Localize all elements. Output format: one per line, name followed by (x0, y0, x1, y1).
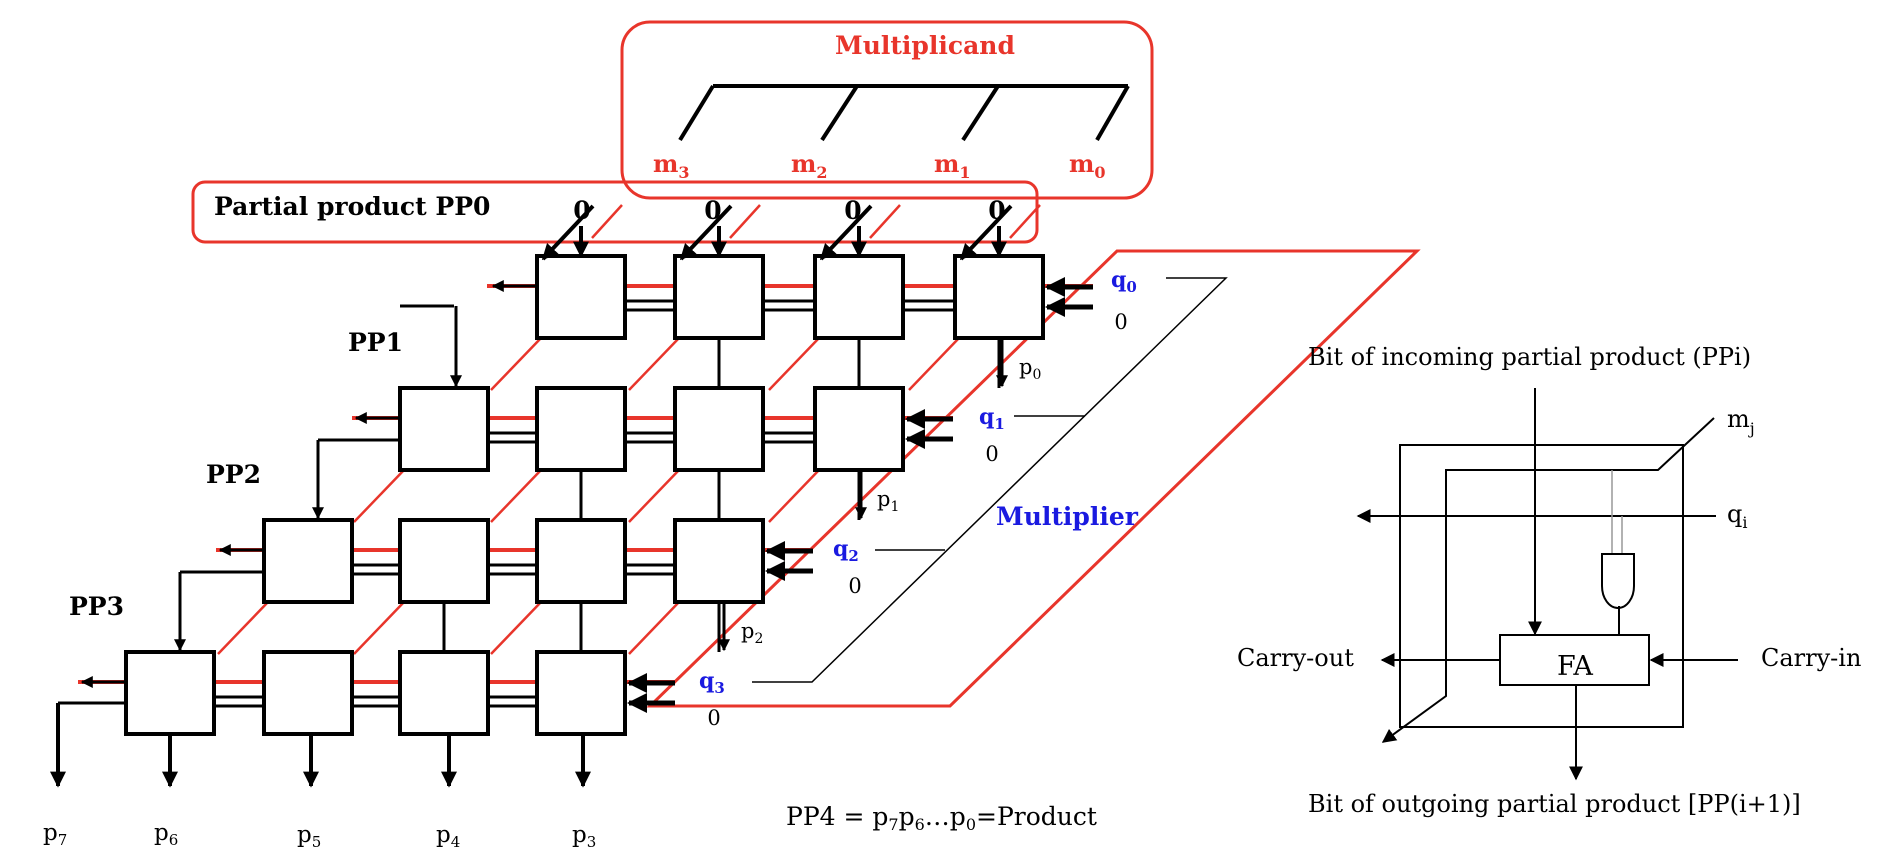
m-diagonal-r0c3 (908, 337, 960, 391)
m-diagonal-r1c1 (490, 469, 542, 523)
product-bit-p7: p7 (43, 820, 67, 849)
m-diagonal-r1c2 (628, 469, 680, 523)
cell-r3c0 (124, 650, 216, 736)
cell-r1c3 (813, 386, 905, 472)
m-diagonal-r2c2 (490, 601, 542, 655)
m-diagonal-r1c3 (768, 469, 820, 523)
cell-r3c1 (262, 650, 354, 736)
m-red-wire-1 (729, 204, 761, 239)
m-red-wire-0 (591, 204, 623, 239)
mj-line (1381, 417, 1715, 743)
product-bit-labels: p0 p1 p2 p3 p4 p5 p6 p7 (43, 355, 1041, 851)
carry-in-zero-row1: 0 (985, 442, 998, 466)
multiplier-bit-q3: q3 (699, 668, 725, 697)
multiplier-title: Multiplier (996, 502, 1139, 531)
m-diagonal-r2c0 (217, 601, 269, 655)
incoming-pp-label: Bit of incoming partial product (PPi) (1308, 343, 1751, 371)
multiplicand-bit-m1: m1 (934, 149, 971, 182)
product-bit-p3: p3 (572, 822, 596, 851)
multiplicand-bit-m2: m2 (791, 149, 828, 182)
cell-r2c1 (398, 518, 490, 604)
m-red-wire-2 (869, 204, 901, 239)
pp3-label: PP3 (69, 592, 124, 621)
m-diagonal-r2c1 (353, 601, 405, 655)
cell-r0c1 (673, 254, 765, 340)
cell-r2c3 (673, 518, 765, 604)
pp0-zero-3: 0 (573, 196, 590, 225)
cell-r1c0 (398, 386, 490, 472)
multiplicand-bit-m0: m0 (1069, 149, 1106, 182)
pp0-group: Partial product PP0 0 0 0 0 (191, 180, 1039, 244)
qi-label: qi (1727, 500, 1748, 532)
pp0-frame (191, 180, 1039, 244)
cell-r3c2 (398, 650, 490, 736)
multiplicand-group: Multiplicand m3 m2 m1 m0 (620, 20, 1154, 200)
multiplier-bit-q0: q0 (1111, 267, 1137, 296)
m-diagonal-r0c2 (768, 337, 820, 391)
pp0-label: Partial product PP0 (214, 192, 490, 221)
multiplicand-bus (678, 84, 1130, 142)
carry-in-zero-row0: 0 (1114, 310, 1127, 334)
m-diagonal-r1c0 (353, 469, 405, 523)
m-input-arrow-1 (679, 204, 733, 261)
multiplicand-bit-m3: m3 (653, 149, 690, 182)
multiplier-bus (752, 277, 1228, 683)
mj-label: mj (1727, 405, 1755, 438)
m-diagonal-r0c1 (628, 337, 680, 391)
carry-in-label: Carry-in (1761, 644, 1861, 672)
carry-in-zero-row2: 0 (848, 574, 861, 598)
product-equation: PP4 = p7p6…p0=Product (786, 802, 1097, 834)
cell-r0c0 (535, 254, 627, 340)
multiplier-frame (646, 249, 1421, 708)
m-diagonal-r2c3 (628, 601, 680, 655)
cell-r2c2 (535, 518, 627, 604)
m-red-wire-3 (1009, 204, 1041, 239)
cell-r3c3 (535, 650, 627, 736)
cell-grid (50, 204, 1093, 788)
product-bit-p5: p5 (297, 822, 321, 851)
cell-r0c3 (953, 254, 1045, 340)
m-input-arrow-3 (959, 204, 1013, 261)
cell-r1c2 (673, 386, 765, 472)
cell-r2c0 (262, 518, 354, 604)
outgoing-pp-label: Bit of outgoing partial product [PP(i+1)… (1308, 790, 1801, 818)
multiplier-bit-labels: q0 q1 q2 q3 0 0 0 0 (699, 267, 1137, 730)
carry-out-label: Carry-out (1237, 644, 1354, 672)
multiplicand-frame (620, 20, 1154, 200)
cell-r0c2 (813, 254, 905, 340)
multiplier-bit-q1: q1 (979, 404, 1005, 433)
m-diagonal-r0c0 (490, 337, 542, 391)
product-bit-p4: p4 (436, 822, 460, 851)
and-gate-icon (1601, 553, 1635, 609)
product-bit-p2: p2 (741, 619, 763, 647)
m-input-arrow-2 (819, 204, 873, 261)
m-input-arrow-0 (541, 204, 595, 261)
multiplier-bit-q2: q2 (833, 536, 859, 565)
product-bit-p0: p0 (1019, 355, 1041, 383)
product-bit-p1: p1 (877, 487, 899, 515)
multiplier-group: Multiplier (646, 249, 1421, 708)
carry-in-zero-row3: 0 (707, 706, 720, 730)
pp1-label: PP1 (348, 328, 403, 357)
cell-detail-outer-box (1399, 444, 1684, 728)
pp2-label: PP2 (206, 460, 261, 489)
full-adder-label: FA (1557, 651, 1593, 682)
cell-r1c1 (535, 386, 627, 472)
multiplicand-title: Multiplicand (835, 31, 1015, 60)
product-bit-p6: p6 (154, 820, 178, 849)
cell-detail (1356, 388, 1738, 781)
full-adder-box (1499, 634, 1650, 686)
